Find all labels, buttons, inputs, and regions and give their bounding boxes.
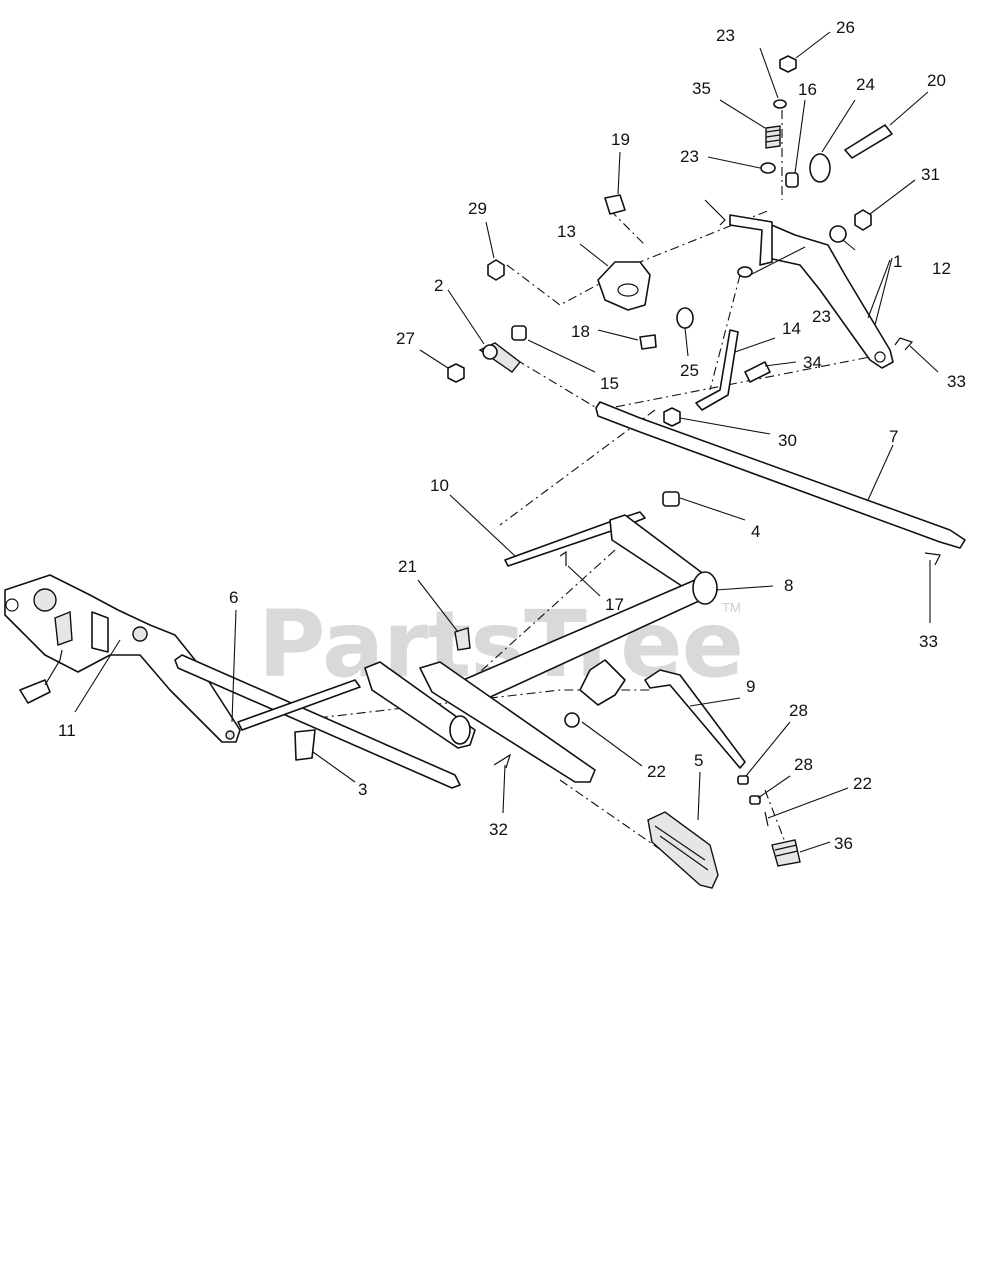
part-9-rod: [644, 669, 746, 769]
callout-29: 29: [468, 199, 487, 218]
callout-4: 4: [751, 522, 760, 541]
callout-10: 10: [430, 476, 449, 495]
callout-28-top: 28: [789, 701, 808, 720]
part-5-pedal: [647, 811, 719, 889]
callout-19: 19: [611, 130, 630, 149]
callout-23-top: 23: [716, 26, 735, 45]
callout-34: 34: [803, 353, 822, 372]
callout-12: 12: [932, 259, 951, 278]
part-6-rod: [174, 654, 461, 789]
callout-21: 21: [398, 557, 417, 576]
callout-11: 11: [58, 721, 76, 740]
callout-36: 36: [834, 834, 853, 853]
callout-7: 7: [889, 427, 898, 446]
callout-2: 2: [434, 276, 443, 295]
callout-15: 15: [600, 374, 619, 393]
callout-8: 8: [784, 576, 793, 595]
callout-30: 30: [778, 431, 797, 450]
callout-24: 24: [856, 75, 875, 94]
part-13-bracket: [597, 261, 651, 311]
callout-20: 20: [927, 71, 946, 90]
callout-33-upper: 33: [947, 372, 966, 391]
part-11-bracket: [4, 574, 241, 743]
callout-35: 35: [692, 79, 711, 98]
callout-17: 17: [605, 595, 624, 614]
callout-14: 14: [782, 319, 801, 338]
part-14-rod: [695, 329, 739, 411]
callout-5: 5: [694, 751, 703, 770]
callout-33-lower: 33: [919, 632, 938, 651]
callout-3: 3: [358, 780, 367, 799]
callout-32: 32: [489, 820, 508, 839]
hardware: [294, 55, 941, 867]
callout-22-center: 22: [647, 762, 666, 781]
callout-23-right: 23: [812, 307, 831, 326]
part-7-rod: [595, 401, 966, 549]
part-5-arm: [364, 661, 596, 783]
leader-lines: [74, 31, 939, 853]
part-12-lever: [704, 199, 894, 369]
callout-28-bottom: 28: [794, 755, 813, 774]
watermark-tm: TM: [722, 600, 741, 615]
callout-25: 25: [680, 361, 699, 380]
callout-16: 16: [798, 80, 817, 99]
callout-9: 9: [746, 677, 755, 696]
callout-13: 13: [557, 222, 576, 241]
callout-1: 1: [893, 252, 902, 271]
callout-18: 18: [571, 322, 590, 341]
callout-27: 27: [396, 329, 415, 348]
callout-26: 26: [836, 18, 855, 37]
callout-labels: 26 23 20 24 35 16 19 23 31 29 13 1 12 2 …: [58, 18, 966, 853]
callout-23-mid: 23: [680, 147, 699, 166]
callout-6: 6: [229, 588, 238, 607]
callout-31: 31: [921, 165, 940, 184]
callout-22-right: 22: [853, 774, 872, 793]
